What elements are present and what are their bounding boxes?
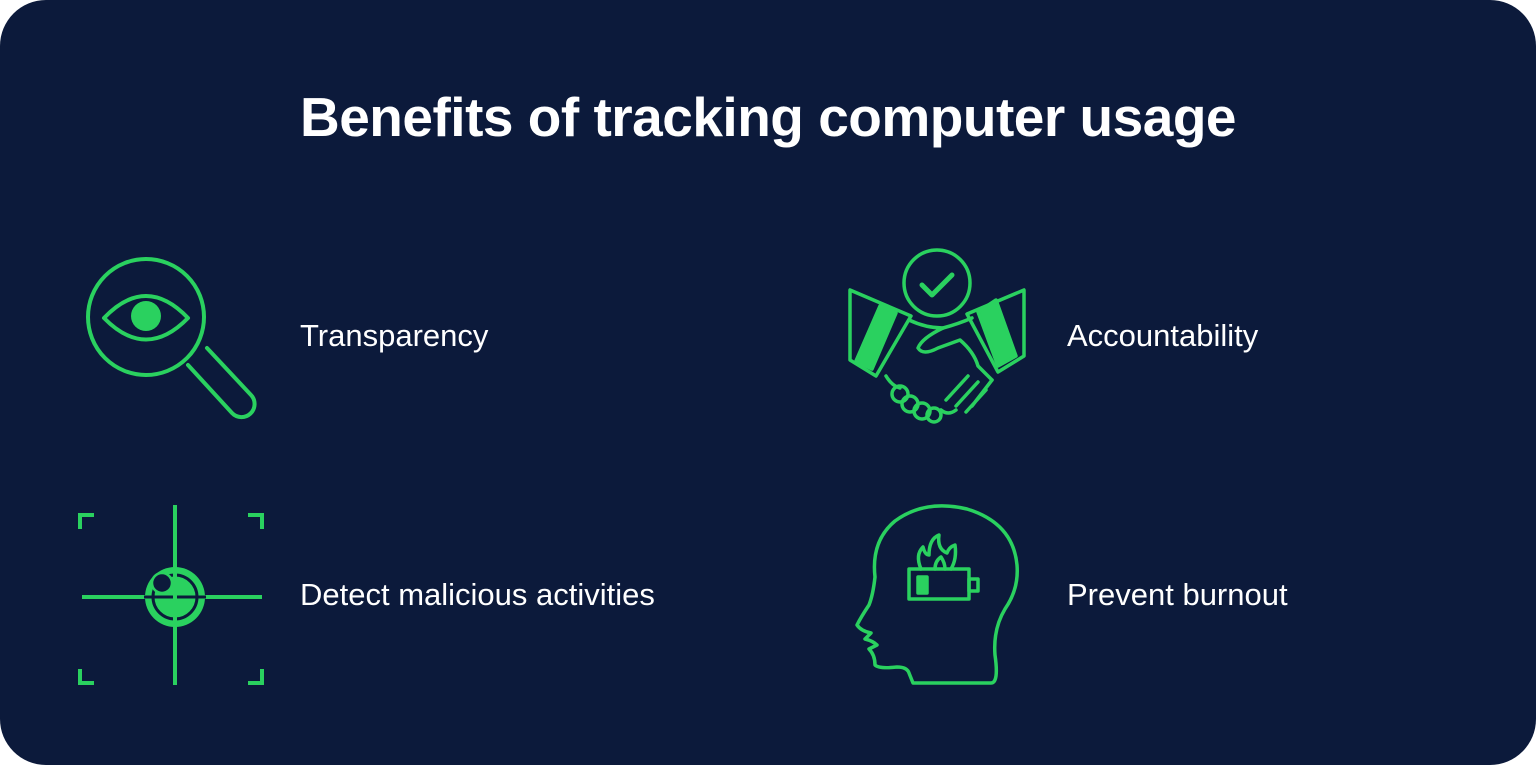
handshake-check-icon [848, 248, 1028, 424]
benefit-label: Transparency [300, 318, 489, 353]
magnifier-eye-icon [84, 257, 257, 427]
page-title: Benefits of tracking computer usage [299, 86, 1237, 148]
benefit-label: Prevent burnout [1067, 577, 1288, 612]
benefit-label: Detect malicious activities [300, 577, 655, 612]
benefit-label: Accountability [1067, 318, 1259, 353]
head-battery-fire-icon [855, 504, 1023, 687]
crosshair-target-icon [78, 503, 264, 687]
